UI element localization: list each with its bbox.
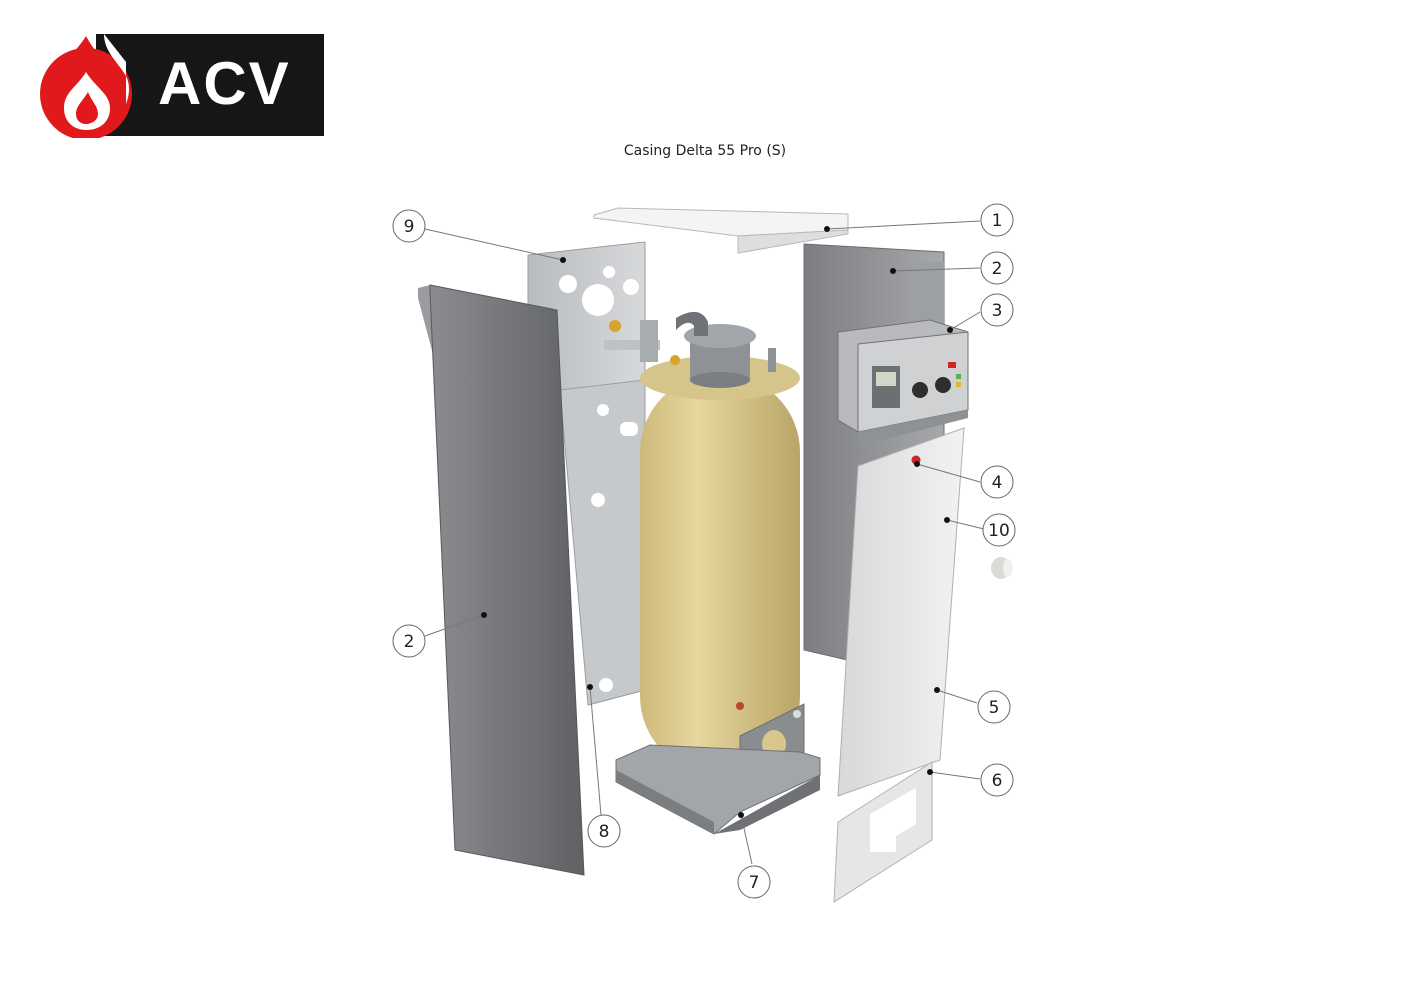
plug-cap <box>991 557 1013 579</box>
callout-label: 2 <box>992 259 1003 279</box>
callout-label: 2 <box>404 632 415 652</box>
flame-icon <box>40 34 132 138</box>
callout-8: 8 <box>587 814 621 848</box>
callout-9: 9 <box>392 209 426 243</box>
callout-label: 7 <box>749 873 760 893</box>
boiler-tank <box>604 311 800 774</box>
callout-4: 4 <box>980 465 1014 499</box>
callout-2-top: 2 <box>980 251 1014 285</box>
logo-bar <box>96 34 324 136</box>
callout-label: 10 <box>988 521 1010 541</box>
acv-logo: ACV <box>34 32 324 138</box>
bottom-front-plate <box>833 761 933 903</box>
callout-5: 5 <box>977 690 1011 724</box>
callout-7: 7 <box>737 865 771 899</box>
callout-3: 3 <box>980 293 1014 327</box>
callout-6: 6 <box>980 763 1014 797</box>
left-side-panel <box>418 284 585 876</box>
callout-label: 5 <box>989 698 1000 718</box>
diagram-title: Casing Delta 55 Pro (S) <box>623 143 787 159</box>
callout-label: 3 <box>992 301 1003 321</box>
logo-text: ACV <box>158 50 291 117</box>
anchor-dots <box>481 226 953 818</box>
callout-label: 9 <box>404 217 415 237</box>
callout-label: 6 <box>992 771 1003 791</box>
base-tray <box>615 744 821 835</box>
control-panel <box>837 319 969 446</box>
callout-label: 8 <box>599 822 610 842</box>
top-cover <box>593 207 849 254</box>
callout-2-left: 2 <box>392 624 426 658</box>
callout-label: 4 <box>992 473 1003 493</box>
front-door-panel <box>837 427 965 797</box>
callout-label: 1 <box>992 211 1003 231</box>
leader-lines <box>424 220 985 865</box>
callout-10: 10 <box>982 513 1016 547</box>
callout-1: 1 <box>980 203 1014 237</box>
